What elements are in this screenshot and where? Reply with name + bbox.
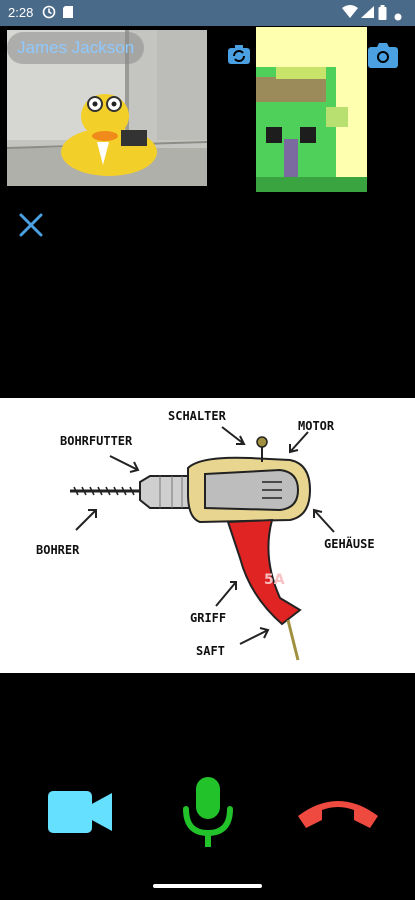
battery-icon xyxy=(378,5,387,23)
hang-up-button[interactable] xyxy=(290,788,386,836)
video-toggle-button[interactable] xyxy=(40,780,118,844)
remote-name-chip: James Jackson xyxy=(7,32,145,64)
snapshot-button[interactable] xyxy=(364,38,402,72)
switch-camera-button[interactable] xyxy=(222,38,256,72)
rubber-duck xyxy=(61,94,157,176)
sync-icon xyxy=(42,5,56,22)
local-video[interactable] xyxy=(256,27,367,192)
wifi-icon xyxy=(342,5,358,22)
microphone-icon xyxy=(183,777,233,847)
microphone-toggle-button[interactable] xyxy=(176,772,240,852)
video-camera-icon xyxy=(48,791,112,833)
camera-icon xyxy=(368,43,398,68)
shared-drawing[interactable]: 5A SCHALTER MOTOR BOHRFUTTER BOHRER GEHÄ… xyxy=(0,398,415,673)
signal-icon xyxy=(360,5,374,22)
label-bohrfutter: BOHRFUTTER xyxy=(60,434,133,448)
battery-mark-text: 5A xyxy=(264,572,285,588)
status-bar: 2:28 xyxy=(0,0,415,26)
phone-hangup-icon xyxy=(298,801,378,828)
label-saft: SAFT xyxy=(196,644,225,658)
label-schalter: SCHALTER xyxy=(168,409,227,423)
label-motor: MOTOR xyxy=(298,419,335,433)
label-griff: GRIFF xyxy=(190,611,226,625)
notification-dot-icon xyxy=(394,9,402,24)
sd-card-icon xyxy=(62,5,74,22)
close-button[interactable] xyxy=(14,208,48,242)
status-time: 2:28 xyxy=(8,5,34,20)
label-bohrer: BOHRER xyxy=(36,543,80,557)
switch-camera-icon xyxy=(228,45,250,64)
close-icon xyxy=(19,213,43,237)
label-gehaeuse: GEHÄUSE xyxy=(324,536,375,551)
gesture-nav-bar[interactable] xyxy=(153,884,262,888)
local-video-frame xyxy=(256,27,367,192)
drill-diagram: 5A SCHALTER MOTOR BOHRFUTTER BOHRER GEHÄ… xyxy=(36,409,375,661)
